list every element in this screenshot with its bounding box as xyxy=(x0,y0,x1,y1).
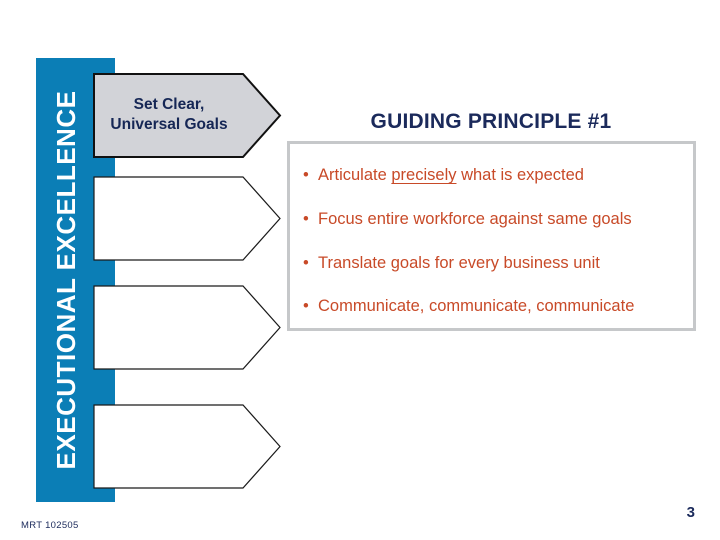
bullet-item: • Translate goals for every business unit xyxy=(303,254,600,273)
bullet-icon: • xyxy=(303,297,309,315)
arrow-shape-icon xyxy=(93,176,281,261)
process-arrow-1: Set Clear, Universal Goals xyxy=(93,73,283,158)
bullet-item: • Communicate, communicate, communicate xyxy=(303,297,634,316)
bullet-text-underlined: precisely xyxy=(391,166,457,184)
footer-code: MRT 102505 xyxy=(21,520,79,531)
arrow-shape-icon xyxy=(93,285,281,370)
bullet-item: • Articulate precisely what is expected xyxy=(303,166,584,185)
bullet-text-suffix: what is expected xyxy=(456,166,584,184)
arrow-shape-icon xyxy=(93,73,282,158)
arrow-shape-icon xyxy=(93,404,281,489)
process-arrow-4 xyxy=(93,404,283,489)
bullet-icon: • xyxy=(303,210,309,228)
arrow-label-line2: Universal Goals xyxy=(110,116,228,133)
page-number: 3 xyxy=(686,504,695,521)
bullet-icon: • xyxy=(303,254,309,272)
arrow-label-line1: Set Clear, xyxy=(133,96,205,113)
bullet-item: • Focus entire workforce against same goa… xyxy=(303,210,632,229)
process-arrow-1-label: Set Clear, Universal Goals xyxy=(93,95,245,135)
sidebar-vertical-label: EXECUTIONAL EXCELLENCE xyxy=(50,90,81,470)
process-arrow-3 xyxy=(93,285,283,370)
bullet-text: Translate goals for every business unit xyxy=(318,254,600,272)
content-box: • Articulate precisely what is expected •… xyxy=(287,141,696,331)
bullet-text: Communicate, communicate, communicate xyxy=(318,297,635,315)
process-arrow-2 xyxy=(93,176,283,261)
page-title: GUIDING PRINCIPLE #1 xyxy=(370,110,612,133)
bullet-text: Focus entire workforce against same goal… xyxy=(318,210,632,228)
bullet-text-prefix: Articulate xyxy=(318,166,392,184)
bullet-icon: • xyxy=(303,166,309,184)
